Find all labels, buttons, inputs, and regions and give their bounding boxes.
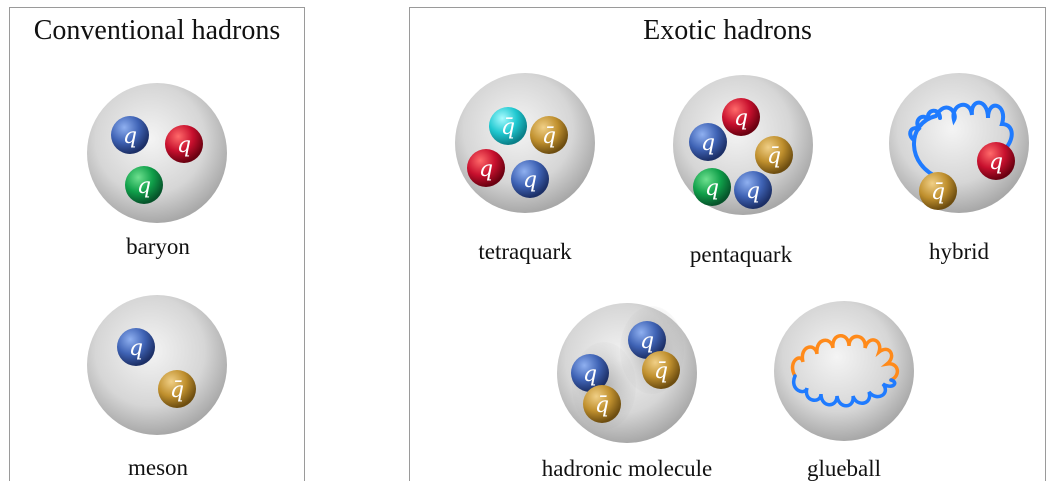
svg-text:q̄: q̄ [931,180,945,205]
quark-red: q [165,125,203,163]
quark-blue: q [117,328,155,366]
svg-text:q: q [129,336,143,361]
svg-text:q: q [177,133,191,158]
svg-text:q̄: q̄ [595,393,609,418]
baryon-sphere [87,83,227,223]
quark-blue: q [689,123,727,161]
svg-text:q̄: q̄ [542,124,556,149]
svg-text:q: q [523,168,537,193]
hybrid-label: hybrid [928,239,990,264]
antiquark-cyan: q̄ [489,107,527,145]
svg-text:q̄: q̄ [654,359,668,384]
svg-text:q: q [123,124,137,149]
svg-text:q: q [137,174,151,199]
quark-blue-2: q [734,171,772,209]
glueball-sphere [774,301,914,441]
meson-label: meson [127,455,189,480]
hadronic-molecule-label: hadronic molecule [541,456,713,481]
conventional-hadrons-panel: Conventional hadrons q q q baryon q [9,7,305,481]
svg-text:q: q [583,362,597,387]
pentaquark-label: pentaquark [689,242,793,267]
quark-blue: q [111,116,149,154]
glueball-label: glueball [806,456,882,481]
antiquark-gold: q̄ [158,370,196,408]
quark-blue: q [511,160,549,198]
quark-red: q [722,98,760,136]
quark-blue-2: q [571,354,609,392]
svg-text:q̄: q̄ [170,378,184,403]
gluon-coil-blue [908,100,1014,180]
meson-diagram: q q̄ [82,290,232,440]
svg-text:q: q [701,131,715,156]
pentaquark-diagram: q q q̄ q q [668,70,818,220]
quark-red: q [467,149,505,187]
exotic-hadrons-title: Exotic hadrons [643,15,812,46]
svg-text:q: q [705,176,719,201]
svg-text:q: q [746,179,760,204]
svg-text:q: q [640,329,654,354]
quark-green: q [125,166,163,204]
baryon-diagram: q q q [82,78,232,228]
gluon-coil-orange [790,334,900,382]
quark-green: q [693,168,731,206]
svg-text:q̄: q̄ [501,115,515,140]
gluon-coil-blue [791,374,897,408]
antiquark-gold: q̄ [530,116,568,154]
antiquark-gold: q̄ [755,136,793,174]
baryon-label: baryon [126,234,190,259]
glueball-diagram [769,296,919,446]
svg-text:q: q [989,150,1003,175]
tetraquark-diagram: q̄ q̄ q q [450,68,600,218]
hadronic-molecule-diagram: q q̄ q q̄ [552,298,702,448]
quark-red: q [977,142,1015,180]
conventional-hadrons-title: Conventional hadrons [33,15,281,46]
exotic-hadrons-panel: Exotic hadrons q̄ q̄ q q tetraquark [409,7,1046,481]
svg-text:q: q [734,106,748,131]
antiquark-gold-2: q̄ [583,385,621,423]
quark-blue: q [628,321,666,359]
svg-text:q: q [479,157,493,182]
antiquark-gold: q̄ [919,172,957,210]
hybrid-diagram: q q̄ [884,68,1034,218]
meson-sphere [87,295,227,435]
antiquark-gold: q̄ [642,351,680,389]
tetraquark-label: tetraquark [478,239,572,264]
svg-text:q̄: q̄ [767,144,781,169]
